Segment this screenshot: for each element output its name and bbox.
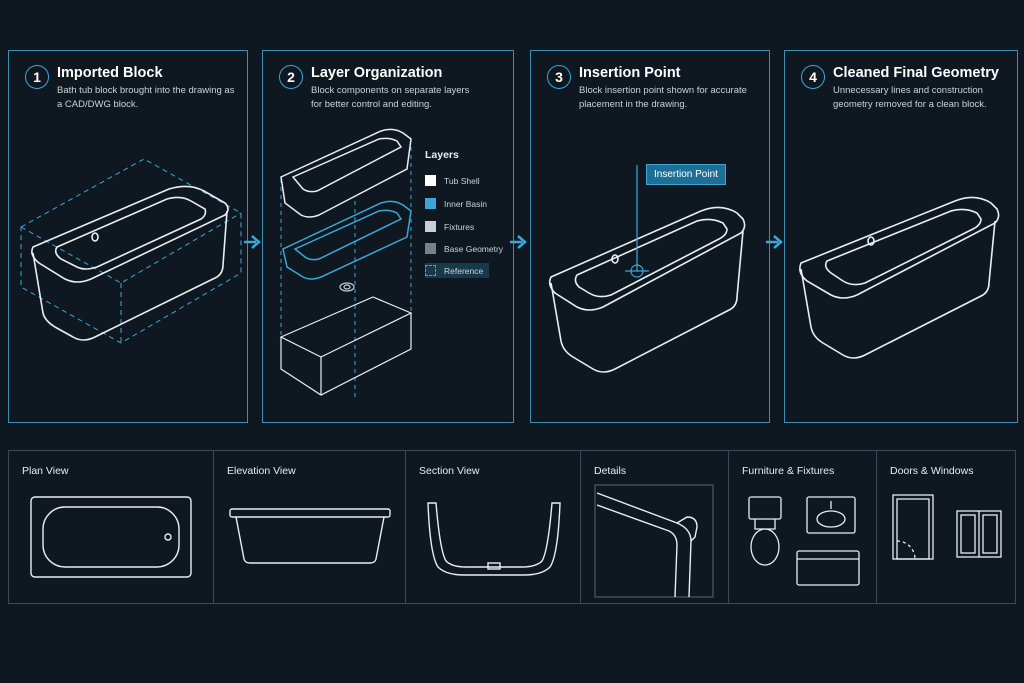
layer-label: Base Geometry [444, 243, 504, 254]
layer-label: Fixtures [444, 221, 475, 232]
reference-swatch [425, 265, 436, 276]
insertion-point-label: Insertion Point [646, 164, 726, 185]
step-title: Cleaned Final Geometry [833, 65, 999, 81]
view-title: Details [594, 465, 627, 477]
step-title: Layer Organization [311, 65, 443, 81]
step-panel-cleaned-geometry: 4 Cleaned Final Geometry Unnecessary lin… [784, 50, 1018, 423]
view-cell-plan: Plan View [9, 451, 214, 603]
view-title: Section View [419, 465, 480, 477]
layer-item-inner-basin: Inner Basin [425, 196, 487, 211]
step-number: 3 [547, 65, 571, 89]
arrow-right-icon [244, 234, 264, 250]
step-description: Unnecessary lines and construction geome… [833, 85, 987, 110]
step-panel-layer-organization: 2 Layer Organization Block components on… [262, 50, 514, 423]
base-geometry-swatch [425, 243, 436, 254]
tub-shell-swatch [425, 175, 436, 186]
step-title: Insertion Point [579, 65, 681, 81]
layer-label: Inner Basin [444, 198, 487, 209]
insertion-point-illustration [548, 165, 746, 373]
step-title: Imported Block [57, 65, 163, 81]
view-title: Plan View [22, 465, 69, 477]
view-title: Elevation View [227, 465, 296, 477]
layers-title: Layers [425, 149, 459, 161]
view-cell-details: Details [581, 451, 729, 603]
layer-item-tub-shell: Tub Shell [425, 173, 480, 188]
view-cell-furniture: Furniture & Fixtures [729, 451, 877, 603]
doors-windows-drawing [892, 494, 1002, 560]
fixtures-swatch [425, 221, 436, 232]
view-cell-elevation: Elevation View [214, 451, 406, 603]
view-title: Furniture & Fixtures [742, 465, 835, 477]
clean-tub-illustration [799, 196, 1000, 359]
details-drawing [594, 484, 714, 598]
layer-label: Reference [444, 265, 484, 276]
step-panel-insertion-point: 3 Insertion Point Block insertion point … [530, 50, 770, 423]
views-strip: Plan View Elevation View Section View [8, 450, 1016, 604]
step-number: 4 [801, 65, 825, 89]
step-description: Bath tub block brought into the drawing … [57, 85, 235, 110]
step-panel-imported-block: 1 Imported Block Bath tub block brought … [8, 50, 248, 423]
view-cell-doors-windows: Doors & Windows [877, 451, 1017, 603]
step-description: Block insertion point shown for accurate… [579, 85, 747, 110]
layer-label: Tub Shell [444, 175, 480, 186]
furniture-fixtures-drawing [748, 496, 860, 586]
inner-basin-swatch [425, 198, 436, 209]
view-cell-section: Section View [406, 451, 581, 603]
layer-item-base-geometry: Base Geometry [425, 241, 503, 256]
section-view-drawing [427, 502, 561, 576]
layer-item-reference: Reference [425, 263, 490, 278]
elevation-view-drawing [229, 508, 391, 564]
arrow-right-icon [766, 234, 786, 250]
step-description: Block components on separate layers for … [311, 85, 470, 110]
imported-block-illustration [20, 158, 242, 344]
step-number: 1 [25, 65, 49, 89]
layer-item-fixtures: Fixtures [425, 219, 474, 234]
arrow-right-icon [510, 234, 530, 250]
exploded-layers-illustration [279, 128, 413, 397]
plan-view-drawing [30, 496, 192, 578]
view-title: Doors & Windows [890, 465, 974, 477]
step-number: 2 [279, 65, 303, 89]
